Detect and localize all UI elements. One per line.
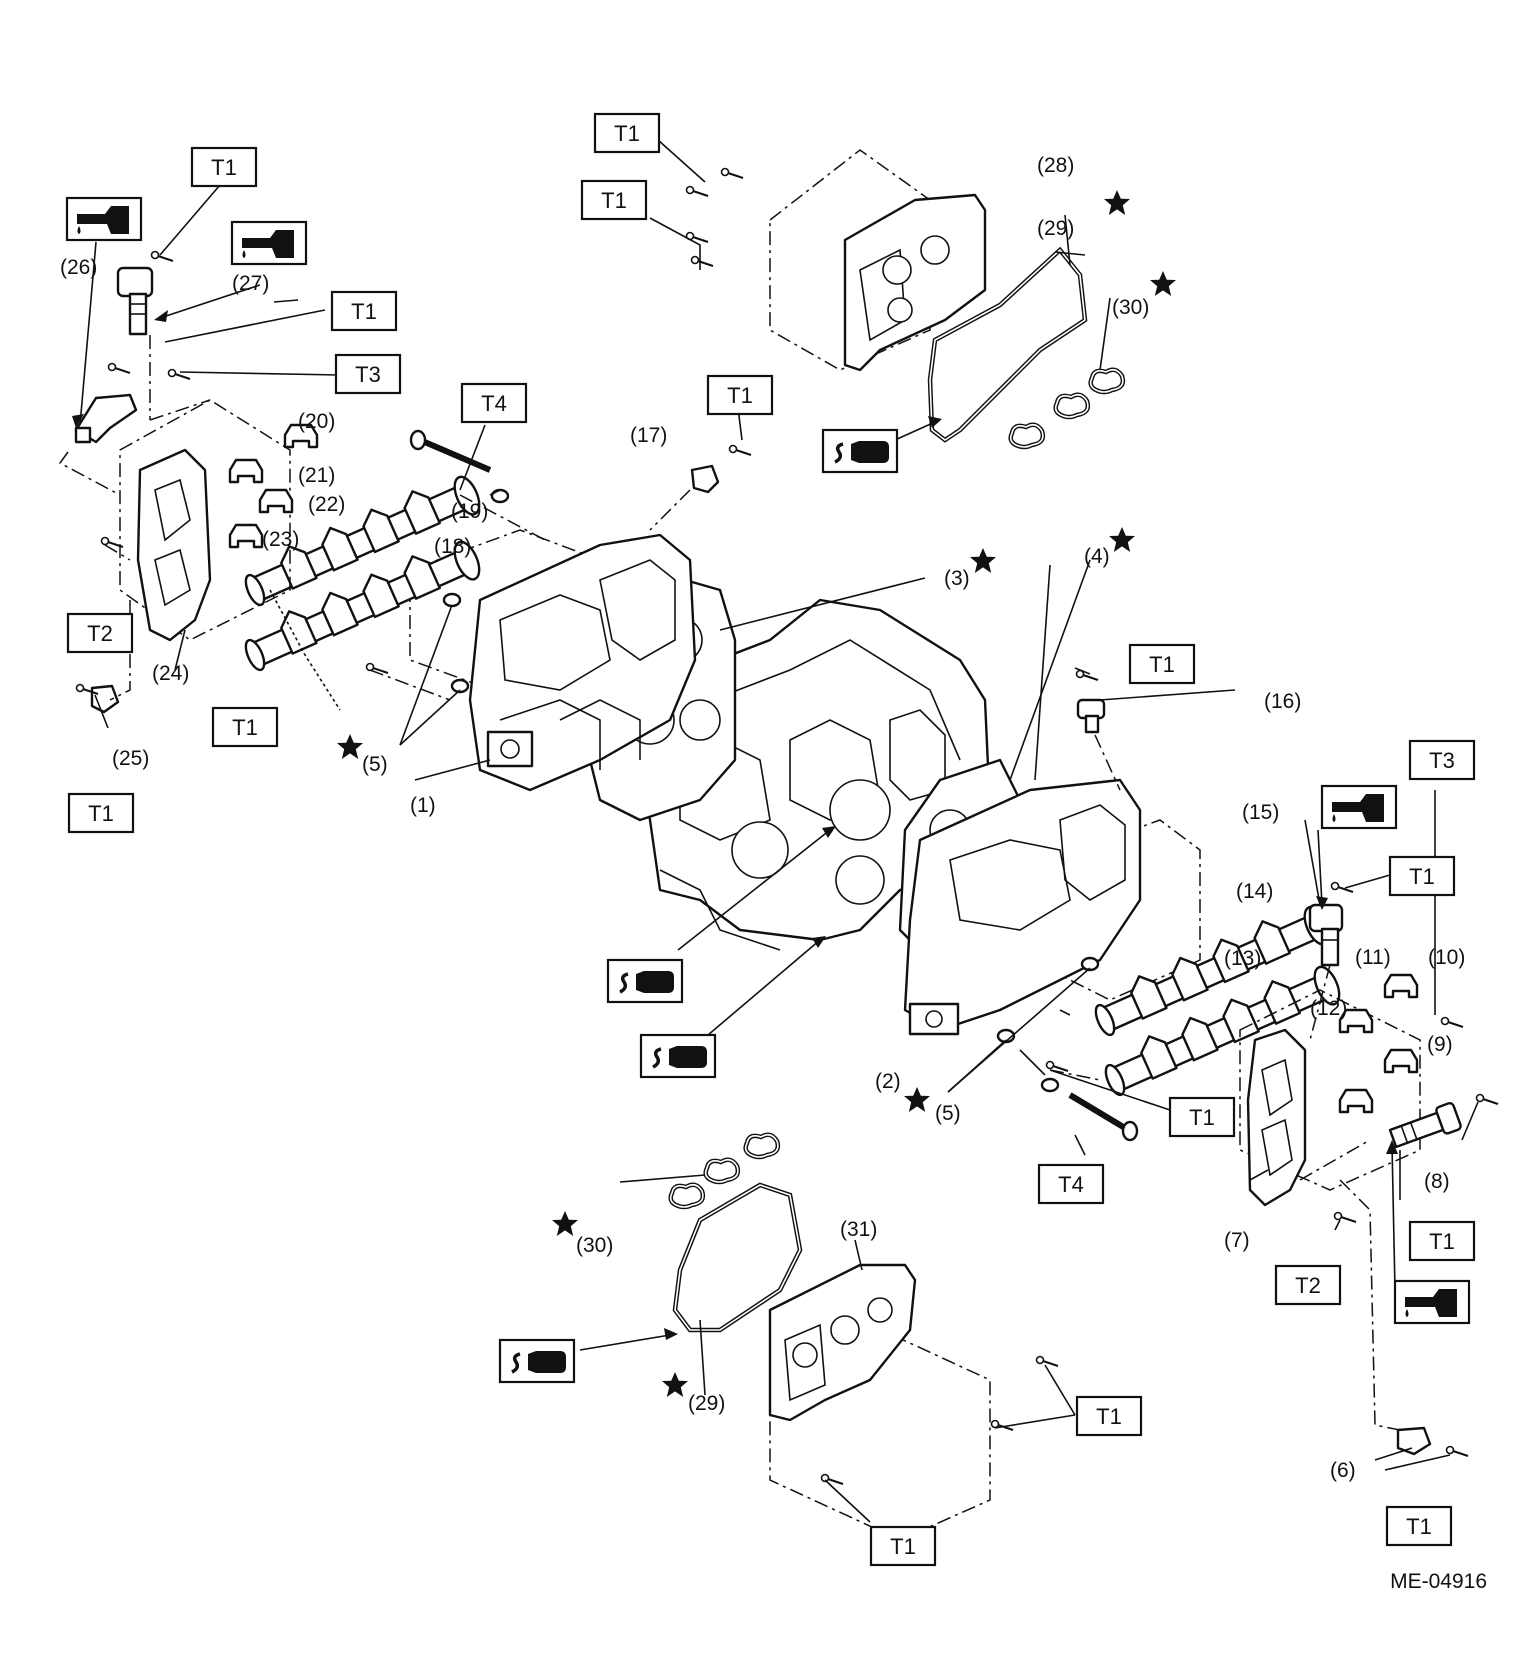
callout-30: (30) (1112, 296, 1149, 319)
spark-plug-seals-upper (1011, 370, 1123, 447)
callout-25: (25) (112, 747, 149, 770)
callout-31: (31) (840, 1218, 877, 1241)
callout-11: (11) (1355, 946, 1391, 969)
callout-29: (29) (1037, 217, 1074, 240)
callout-3: (3) (944, 567, 970, 590)
torque-label: T1 (890, 1534, 916, 1559)
callout-14: (14) (1236, 880, 1273, 903)
camshaft-cap-left (119, 399, 291, 642)
torque-label: T1 (232, 715, 258, 740)
torque-label: T1 (211, 155, 237, 180)
rocker-cover-lower (768, 1263, 991, 1541)
callout-17: (17) (630, 424, 667, 447)
torque-label: T1 (1149, 652, 1175, 677)
torque-label: T1 (1189, 1105, 1215, 1130)
callout-22: (22) (308, 493, 345, 516)
torque-label: T1 (601, 188, 627, 213)
callout-6: (6) (1330, 1459, 1356, 1482)
callout-15: (15) (1242, 801, 1279, 824)
torque-label: T1 (1406, 1514, 1432, 1539)
callout-5: (5) (362, 753, 388, 776)
callout-16: (16) (1264, 690, 1301, 713)
rocker-cover-upper (769, 149, 987, 372)
callout-30: (30) (576, 1234, 613, 1257)
oil-control-valve-15 (1308, 903, 1344, 967)
callout-21: (21) (298, 464, 335, 487)
head-bolt-right (1040, 1077, 1139, 1142)
torque-label: T3 (1429, 748, 1455, 773)
torque-label: T1 (88, 801, 114, 826)
torque-label: T1 (351, 299, 377, 324)
torque-label-boxes (66, 112, 1476, 1567)
torque-label: T4 (481, 391, 507, 416)
head-bolt-left (409, 429, 510, 504)
callout-28: (28) (1037, 154, 1074, 177)
cylinder-head-right (903, 778, 1201, 1036)
torque-label: T1 (1409, 864, 1435, 889)
callout-4: (4) (1084, 545, 1110, 568)
callout-26: (26) (60, 256, 97, 279)
torque-label: T1 (1096, 1404, 1122, 1429)
callout-2: (2) (875, 1070, 901, 1093)
cam-sensor-26 (74, 393, 138, 444)
callout-20: (20) (298, 410, 335, 433)
callout-29: (29) (688, 1392, 725, 1415)
callout-19: (19) (451, 500, 488, 523)
callout-8: (8) (1424, 1170, 1450, 1193)
cam-caps-right (1338, 973, 1419, 1114)
torque-label: T2 (87, 621, 113, 646)
oil-control-valve-8 (1388, 1101, 1462, 1149)
cylinder-head-left (409, 529, 697, 792)
callout-24: (24) (152, 662, 189, 685)
cam-sensor-6 (1396, 1426, 1432, 1456)
torque-label: T1 (727, 383, 753, 408)
callout-13: (13) (1224, 947, 1261, 970)
callout-27: (27) (232, 272, 269, 295)
callout-7: (7) (1224, 1229, 1250, 1252)
icon-arrows (72, 241, 1398, 1351)
callout-12: (12) (1310, 997, 1347, 1020)
torque-label: T2 (1295, 1273, 1321, 1298)
rocker-cover-gasket-lower (672, 1182, 803, 1333)
callout-9: (9) (1427, 1033, 1453, 1056)
callout-1: (1) (410, 794, 436, 817)
dowel-pins (442, 592, 1100, 1044)
torque-label: T1 (1429, 1229, 1455, 1254)
sensor-17 (690, 464, 720, 494)
figure-code: ME-04916 (1390, 1570, 1487, 1593)
camshaft-cap-right (1239, 989, 1421, 1207)
torque-label: T4 (1058, 1172, 1084, 1197)
callout-18: (18) (434, 535, 471, 558)
callout-23: (23) (262, 528, 299, 551)
callout-10: (10) (1428, 946, 1465, 969)
alignment-lines (58, 335, 1401, 1431)
torque-label: T3 (355, 362, 381, 387)
callout-5: (5) (935, 1102, 961, 1125)
oil-control-valve-27 (116, 266, 154, 336)
cam-sensor-16 (1076, 698, 1106, 734)
spark-plug-seals-lower (671, 1135, 778, 1207)
torque-label: T1 (614, 121, 640, 146)
